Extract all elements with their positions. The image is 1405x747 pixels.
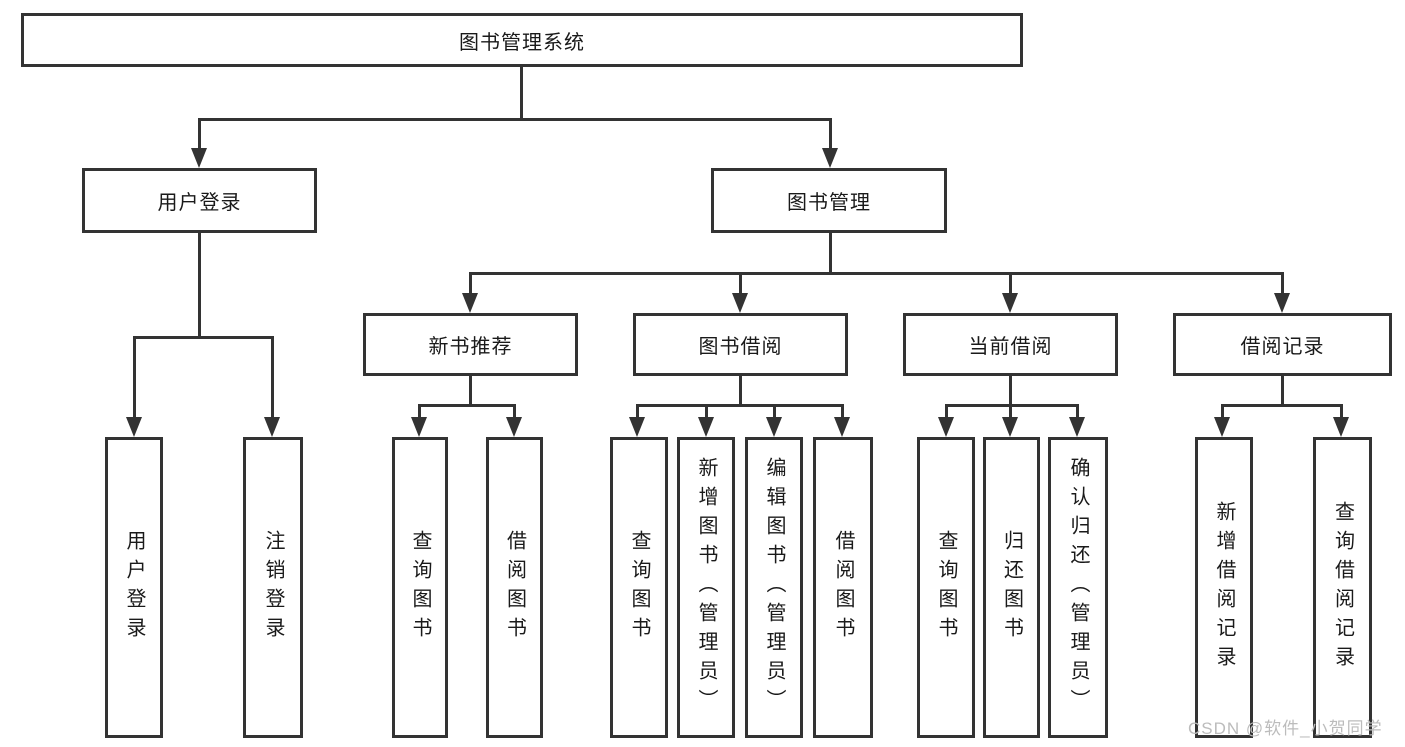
line (1009, 376, 1012, 407)
arrow-down-icon (938, 417, 954, 437)
line (1221, 404, 1343, 407)
line (418, 404, 516, 407)
arrow-down-icon (1214, 417, 1230, 437)
node-confirm-return-admin: 确认归还（管理员） (1048, 437, 1108, 738)
line (133, 336, 274, 339)
node-return-books: 归还图书 (983, 437, 1040, 738)
node-query-books: 查询图书 (610, 437, 668, 738)
line (469, 272, 472, 308)
node-label: 确认归还（管理员） (1067, 457, 1089, 718)
node-label: 查询图书 (935, 529, 957, 646)
node-label: 新增借阅记录 (1213, 500, 1235, 675)
node-add-book-admin: 新增图书（管理员） (677, 437, 735, 738)
line (829, 233, 832, 275)
line (1009, 272, 1012, 308)
line (133, 336, 136, 431)
arrow-down-icon (822, 148, 838, 168)
node-logout-action: 注销登录 (243, 437, 303, 738)
node-borrow-books: 借阅图书 (486, 437, 543, 738)
node-user-login: 用户登录 (82, 168, 317, 233)
node-edit-book-admin: 编辑图书（管理员） (745, 437, 803, 738)
arrow-down-icon (766, 417, 782, 437)
arrow-down-icon (698, 417, 714, 437)
line (1281, 272, 1284, 308)
line (739, 272, 742, 308)
node-label: 注销登录 (262, 529, 284, 646)
arrow-down-icon (732, 293, 748, 313)
arrow-down-icon (834, 417, 850, 437)
node-label: 新增图书（管理员） (695, 457, 717, 718)
csdn-watermark: CSDN @软件_小贺同学 (1188, 719, 1383, 738)
line (271, 336, 274, 431)
node-label: 借阅图书 (832, 529, 854, 646)
line (198, 118, 201, 154)
node-root-library-management-system: 图书管理系统 (21, 13, 1023, 67)
line (1281, 376, 1284, 407)
line (945, 404, 1079, 407)
arrow-down-icon (1002, 293, 1018, 313)
node-user-login-action: 用户登录 (105, 437, 163, 738)
arrow-down-icon (191, 148, 207, 168)
node-label: 归还图书 (1000, 529, 1023, 646)
line (739, 376, 742, 407)
node-label: 查询图书 (409, 529, 431, 646)
node-book-management: 图书管理 (711, 168, 947, 233)
node-label: 编辑图书（管理员） (763, 457, 785, 718)
arrow-down-icon (1002, 417, 1018, 437)
node-add-borrow-record: 新增借阅记录 (1195, 437, 1253, 738)
line (520, 67, 523, 119)
line (829, 118, 832, 154)
node-label: 查询借阅记录 (1331, 500, 1354, 675)
arrow-down-icon (1274, 293, 1290, 313)
node-borrowing-records: 借阅记录 (1173, 313, 1392, 376)
node-label: 借阅图书 (503, 529, 526, 646)
line (198, 233, 201, 339)
arrow-down-icon (629, 417, 645, 437)
node-book-borrowing: 图书借阅 (633, 313, 848, 376)
node-query-borrow-record: 查询借阅记录 (1313, 437, 1372, 738)
line (469, 272, 1283, 275)
arrow-down-icon (264, 417, 280, 437)
line (636, 404, 844, 407)
line (469, 376, 472, 407)
node-new-book-recommendation: 新书推荐 (363, 313, 578, 376)
node-query-books: 查询图书 (392, 437, 448, 738)
line (198, 118, 831, 121)
arrow-down-icon (1333, 417, 1349, 437)
arrow-down-icon (506, 417, 522, 437)
node-borrow-books: 借阅图书 (813, 437, 873, 738)
node-label: 用户登录 (123, 529, 145, 646)
node-query-books: 查询图书 (917, 437, 975, 738)
arrow-down-icon (462, 293, 478, 313)
node-label: 查询图书 (628, 529, 650, 646)
arrow-down-icon (1069, 417, 1085, 437)
node-current-borrowing: 当前借阅 (903, 313, 1118, 376)
arrow-down-icon (411, 417, 427, 437)
arrow-down-icon (126, 417, 142, 437)
